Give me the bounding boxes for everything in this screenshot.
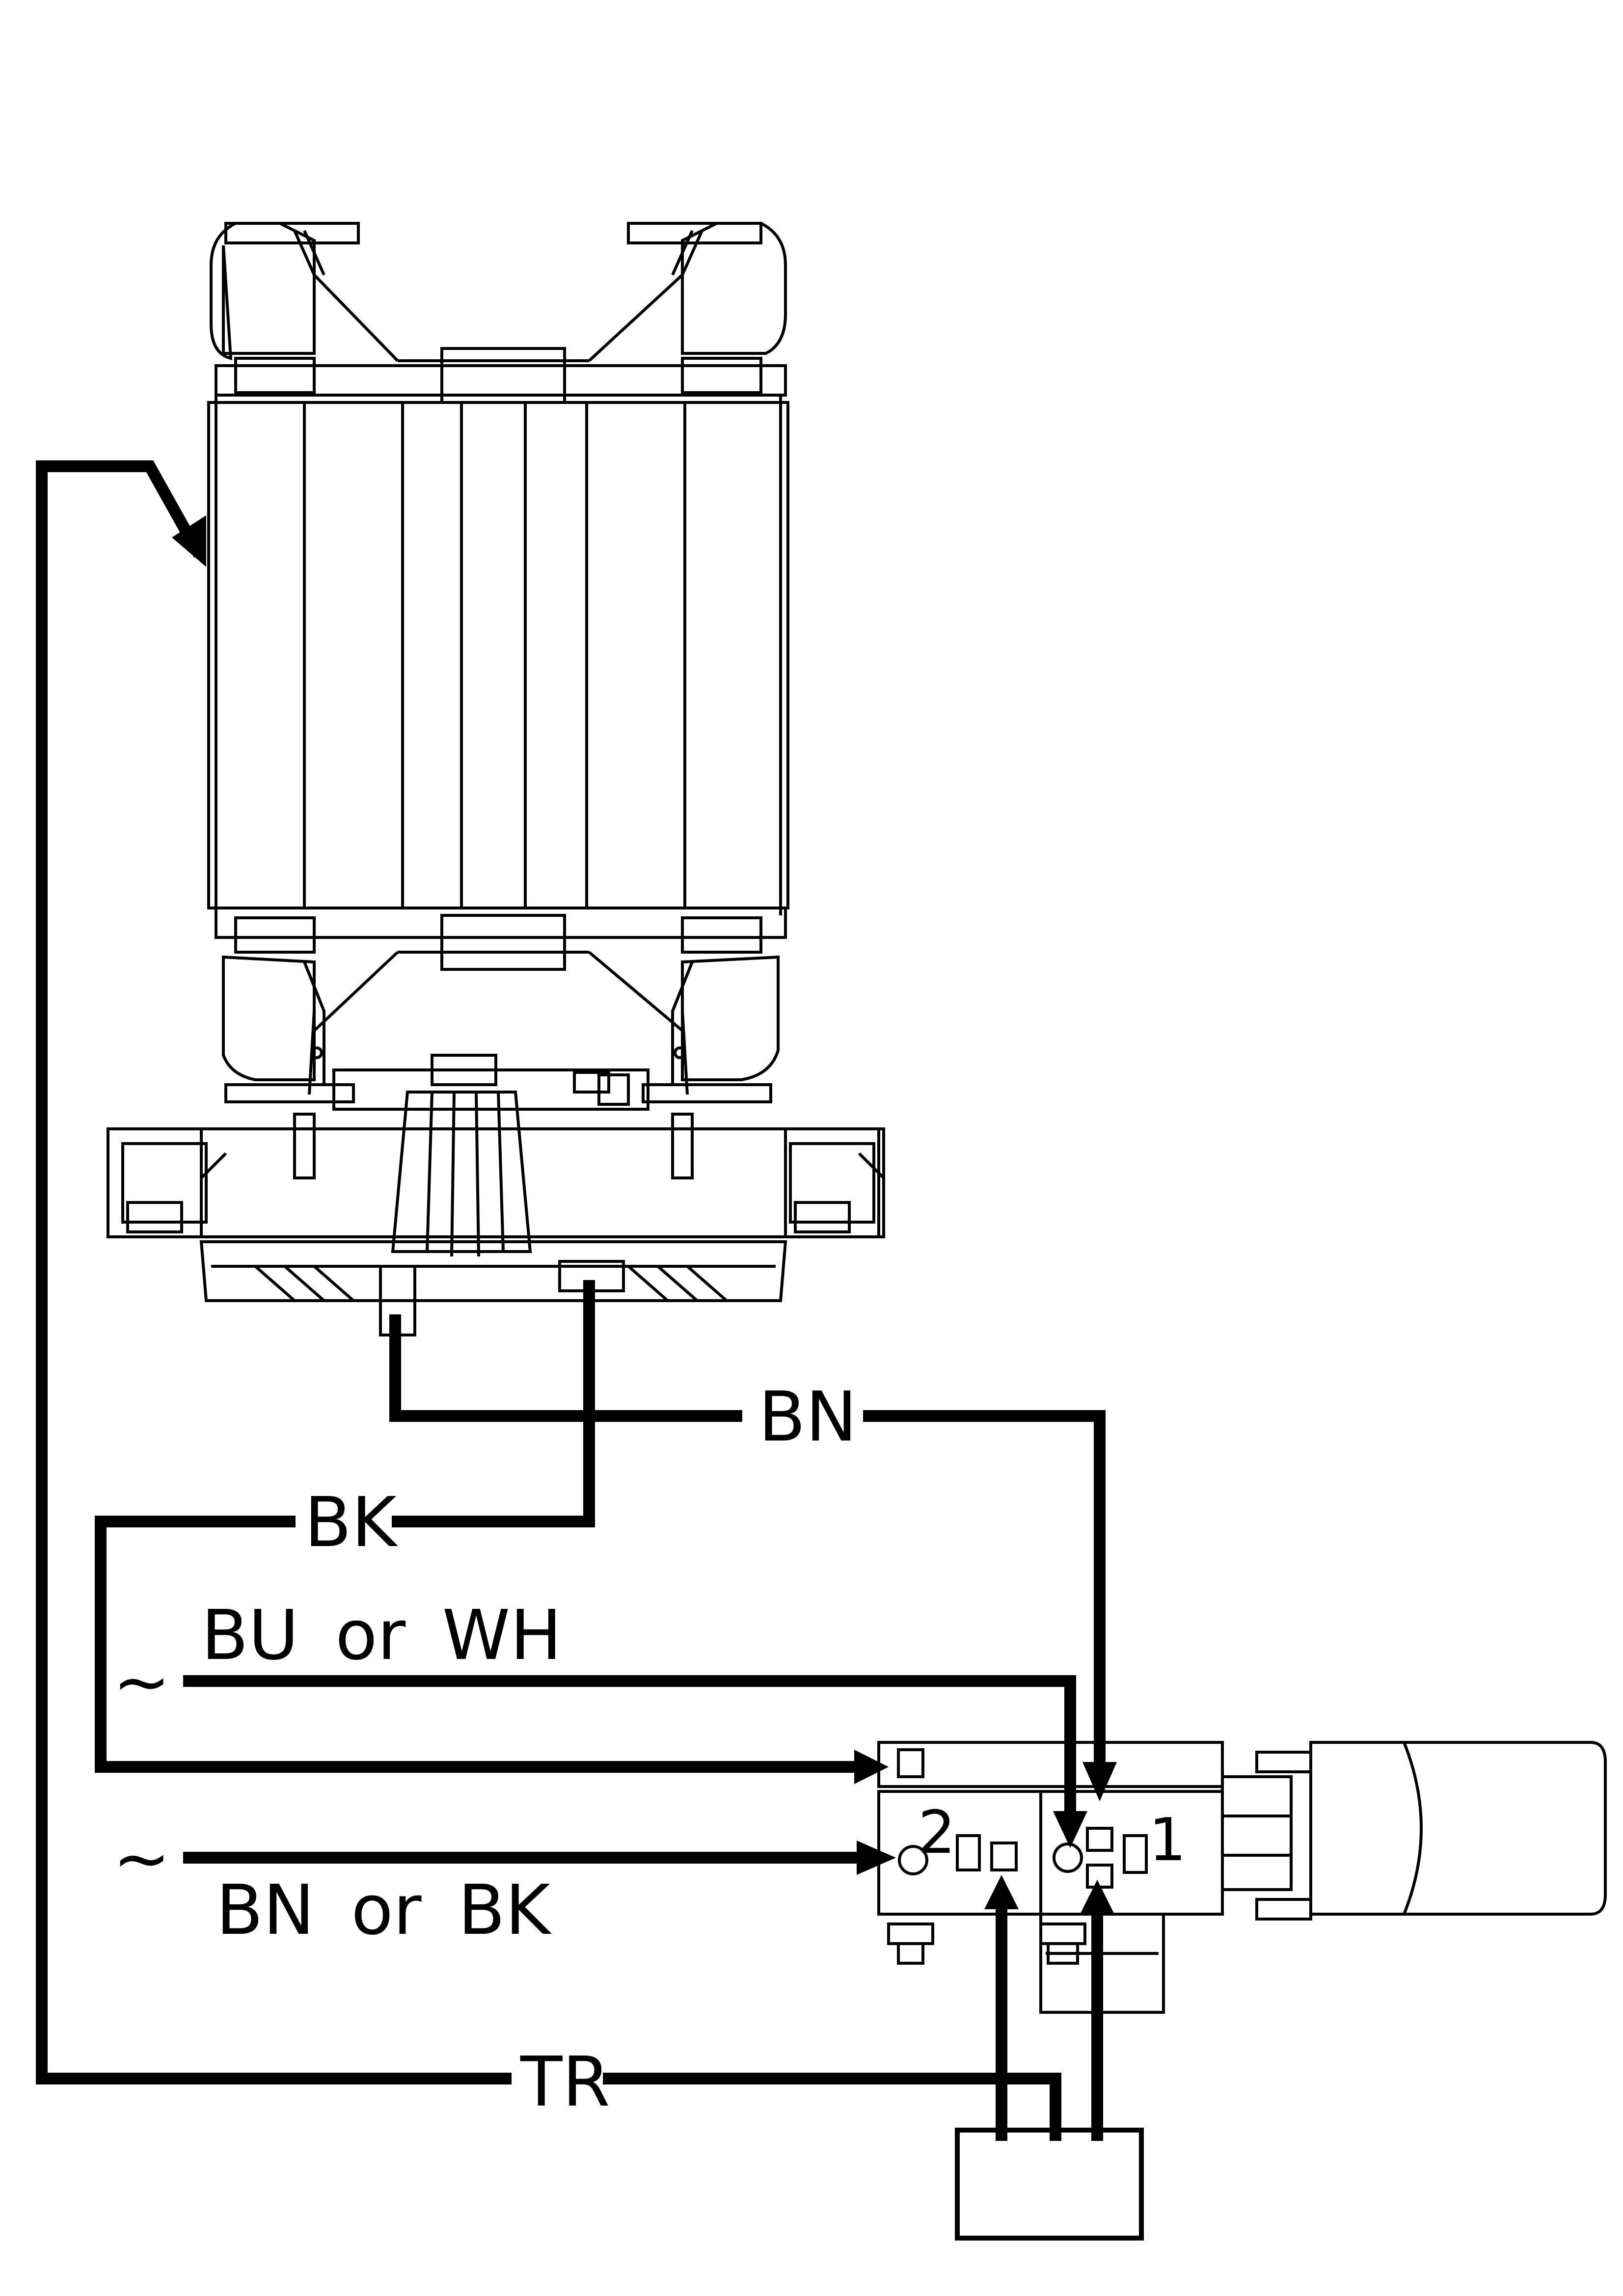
label-bn: BN bbox=[758, 1377, 857, 1457]
wire-bn bbox=[389, 1314, 1106, 1773]
motor-stator bbox=[207, 395, 789, 915]
arrow-bn bbox=[1082, 1762, 1117, 1801]
arrow-bk bbox=[854, 1750, 889, 1784]
arrow-bn-or-bk bbox=[857, 1841, 896, 1875]
ac-symbol-bottom: ~ bbox=[113, 1819, 170, 1899]
switch-assembly bbox=[877, 1741, 1607, 2014]
motor-bottom-boss bbox=[440, 914, 566, 971]
motor-bottom-right-cap bbox=[588, 916, 780, 1103]
ac-symbol-top: ~ bbox=[113, 1642, 170, 1722]
terminal-1-circle bbox=[1053, 1842, 1083, 1873]
thermal-protector bbox=[955, 2128, 1144, 2241]
arrow-thermal-right bbox=[1080, 1880, 1114, 1914]
arrow-tr-motor bbox=[172, 515, 206, 567]
label-bk: BK bbox=[304, 1483, 398, 1563]
terminal-2-circle bbox=[898, 1845, 928, 1875]
wire-bk bbox=[95, 1280, 865, 1773]
motor-top-left-cap bbox=[210, 222, 399, 394]
terminal-1-label: 1 bbox=[1149, 1806, 1186, 1874]
wire-bu-or-wh bbox=[183, 1675, 1076, 1822]
motor-bottom-left-cap bbox=[222, 916, 399, 1103]
label-tr: TR bbox=[520, 2042, 610, 2122]
arrow-thermal-left bbox=[984, 1875, 1019, 1909]
motor-top-right-cap bbox=[588, 222, 787, 394]
label-bu-or-wh: BU or WH bbox=[201, 1596, 562, 1676]
capacitor bbox=[1309, 1741, 1607, 1916]
terminal-2-label: 2 bbox=[918, 1799, 955, 1867]
label-bn-or-bk: BN or BK bbox=[216, 1870, 552, 1950]
arrow-bu-or-wh bbox=[1053, 1811, 1087, 1848]
motor-base bbox=[107, 1054, 885, 1336]
motor bbox=[107, 222, 885, 1336]
switch-top-terminal bbox=[897, 1748, 924, 1778]
wire-tr bbox=[36, 460, 1061, 2141]
